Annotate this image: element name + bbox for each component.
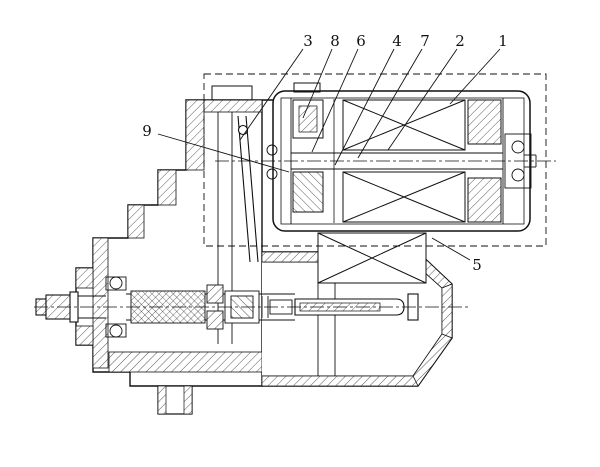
rear-bearing-ball bbox=[266, 168, 278, 180]
callout-label-4: 4 bbox=[392, 32, 402, 50]
callout-label-8: 8 bbox=[330, 32, 340, 50]
leader-line bbox=[157, 133, 290, 173]
callout-label-1: 1 bbox=[498, 32, 508, 50]
rear-bearing-ball bbox=[266, 144, 278, 156]
motor-assembly bbox=[266, 82, 537, 232]
leader-line bbox=[357, 48, 423, 159]
callout-labels: 3 8 6 4 7 2 1 9 5 bbox=[142, 32, 508, 274]
leader-line bbox=[311, 48, 359, 153]
mounting-foot bbox=[157, 385, 193, 415]
front-bearing bbox=[105, 276, 127, 338]
leader-line bbox=[334, 48, 395, 166]
commutator bbox=[292, 171, 324, 213]
callout-label-2: 2 bbox=[455, 32, 465, 50]
lever-pivot bbox=[237, 124, 249, 136]
callout-label-3: 3 bbox=[303, 32, 313, 50]
dashed-boundary-box bbox=[203, 73, 547, 247]
solenoid-coil bbox=[317, 232, 427, 284]
leader-line bbox=[302, 48, 333, 119]
callout-label-5: 5 bbox=[472, 256, 482, 274]
field-pole bbox=[467, 99, 502, 145]
leader-line bbox=[387, 48, 458, 151]
bracket-top-step bbox=[211, 85, 253, 101]
leader-line bbox=[431, 237, 471, 261]
callout-label-7: 7 bbox=[420, 32, 430, 50]
end-bearing bbox=[504, 133, 537, 189]
brush-cap bbox=[293, 82, 321, 93]
callout-label-6: 6 bbox=[356, 32, 366, 50]
callout-label-9: 9 bbox=[142, 122, 152, 140]
field-pole bbox=[467, 177, 502, 223]
leader-line bbox=[239, 48, 304, 141]
bell-housing bbox=[261, 251, 453, 387]
leader-lines bbox=[157, 48, 501, 261]
leader-line bbox=[449, 48, 501, 105]
shift-lever bbox=[237, 115, 259, 263]
drive-end-housing bbox=[75, 85, 273, 387]
housing-wall-hatch bbox=[75, 99, 263, 373]
